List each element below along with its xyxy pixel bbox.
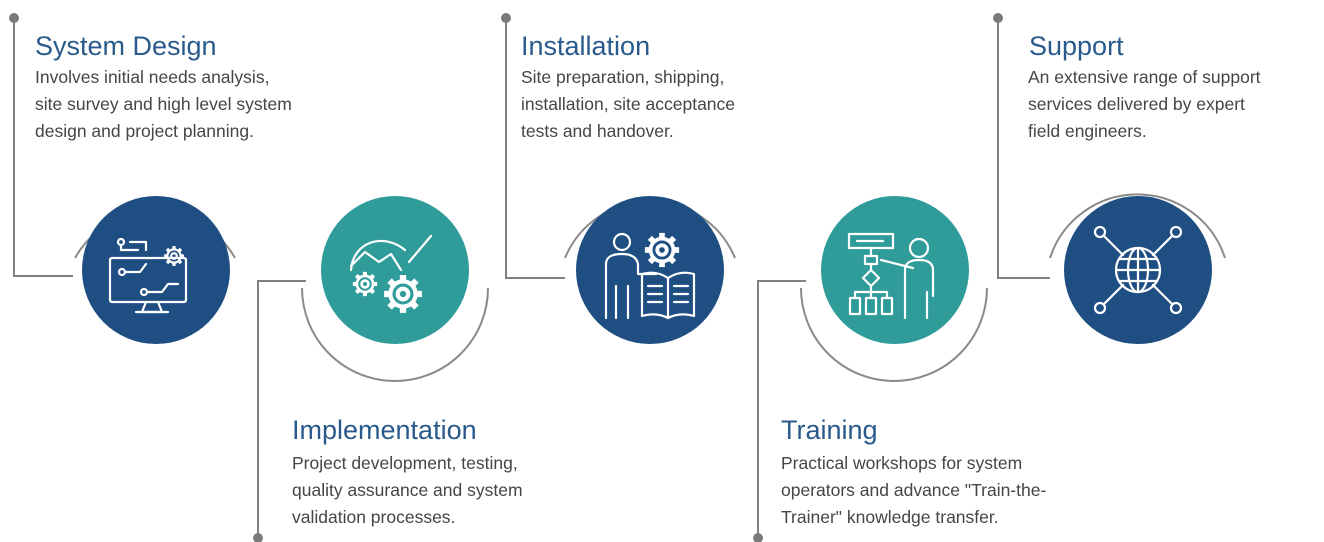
stage-description: Practical workshops for system operators… <box>781 450 1046 531</box>
description-line: site survey and high level system <box>35 94 292 114</box>
stage-description: An extensive range of support services d… <box>1028 64 1261 145</box>
connector-support <box>997 18 1050 279</box>
connector-dot-installation <box>501 13 511 23</box>
connector-dots <box>9 13 1003 542</box>
connector-dot-training <box>753 533 763 542</box>
arc-support <box>1049 193 1226 259</box>
connectors <box>13 18 1050 542</box>
description-line: Trainer" knowledge transfer. <box>781 507 999 527</box>
description-line: Project development, testing, <box>292 453 518 473</box>
stage-circle-system-design <box>82 196 230 344</box>
stage-title: Support <box>1029 31 1124 61</box>
connector-installation <box>505 18 565 279</box>
global-network-icon <box>1093 225 1183 315</box>
description-line: services delivered by expert <box>1028 94 1245 114</box>
description-line: field engineers. <box>1028 121 1147 141</box>
description-line: Involves initial needs analysis, <box>35 67 270 87</box>
connector-system-design <box>13 18 73 277</box>
stage-circle-training-fill <box>821 196 969 344</box>
computer-settings-icon <box>108 237 188 314</box>
description-line: validation processes. <box>292 507 456 527</box>
stage-title: Installation <box>521 31 651 61</box>
stage-title: System Design <box>35 31 217 61</box>
stage-description: Project development, testing, quality as… <box>292 450 523 531</box>
connector-dot-system-design <box>9 13 19 23</box>
description-line: quality assurance and system <box>292 480 523 500</box>
description-line: operators and advance "Train-the- <box>781 480 1047 500</box>
connector-training <box>757 280 806 542</box>
stage-description: Site preparation, shipping, installation… <box>521 64 735 145</box>
description-line: installation, site acceptance <box>521 94 736 114</box>
trainer-flowchart-icon <box>847 232 935 320</box>
stage-title: Training <box>781 415 878 445</box>
engineer-manual-icon <box>604 233 696 320</box>
description-line: Site preparation, shipping, <box>521 67 725 87</box>
arc-training <box>800 287 988 382</box>
description-line: tests and handover. <box>521 121 674 141</box>
description-line: Practical workshops for system <box>781 453 1023 473</box>
stage-description: Involves initial needs analysis, site su… <box>35 64 292 145</box>
arc-implementation <box>301 287 489 382</box>
description-line: An extensive range of support <box>1028 67 1261 87</box>
stage-circle-implementation-fill <box>321 196 469 344</box>
gears-chart-icon <box>349 234 433 313</box>
connector-dot-support <box>993 13 1003 23</box>
stage-title: Implementation <box>292 415 477 445</box>
connector-implementation <box>257 280 306 542</box>
stage-circle-installation <box>576 196 724 344</box>
description-line: design and project planning. <box>35 121 254 141</box>
connector-dot-implementation <box>253 533 263 542</box>
